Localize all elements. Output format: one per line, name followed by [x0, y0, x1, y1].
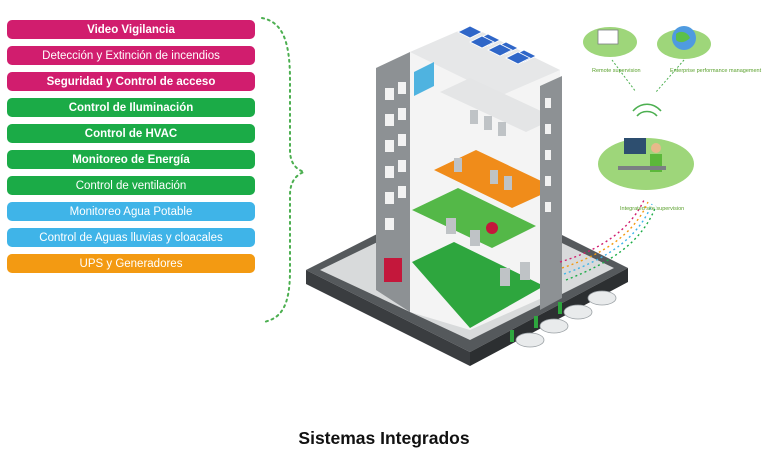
system-seguridad-acceso: Seguridad y Control de acceso	[7, 72, 255, 91]
system-monitoreo-agua: Monitoreo Agua Potable	[7, 202, 255, 221]
wifi-signal-icon	[632, 103, 662, 117]
remote-supervision-node: Remote supervision	[583, 27, 641, 74]
svg-text:Remote supervision: Remote supervision	[592, 68, 641, 74]
fire-panel	[384, 258, 402, 282]
operator-desk-icon	[624, 138, 646, 154]
parked-cars	[515, 290, 617, 348]
system-deteccion-incendios: Detección y Extinción de incendios	[7, 46, 255, 65]
diagram-caption: Sistemas Integrados	[298, 428, 470, 448]
green-floor-upper	[412, 188, 536, 248]
system-monitoreo-energia: Monitoreo de Energía	[7, 150, 255, 169]
building-illustration: Remote supervision Enterprise performanc…	[261, 17, 762, 366]
facade-windows	[385, 82, 406, 230]
system-video-vigilancia: Video Vigilancia	[7, 20, 255, 39]
svg-text:Enterprise performance managem: Enterprise performance management	[670, 68, 762, 74]
system-control-iluminacion: Control de Iluminación	[7, 98, 255, 117]
dotted-bracket	[261, 17, 308, 323]
system-control-ventilacion: Control de ventilación	[7, 176, 255, 195]
integrated-supervision-node: Integrated site supervision	[598, 138, 694, 212]
solar-panels	[457, 25, 537, 65]
systems-list: Video Vigilancia Detección y Extinción d…	[7, 20, 255, 280]
remote-workstation-icon	[597, 29, 619, 45]
building	[376, 25, 562, 330]
system-ups-generadores: UPS y Generadores	[7, 254, 255, 273]
green-floor-lower	[412, 242, 544, 328]
svg-text:Integrated site supervision: Integrated site supervision	[620, 206, 684, 212]
enterprise-node: Enterprise performance management	[657, 26, 762, 74]
network-links	[559, 199, 657, 281]
system-control-hvac: Control de HVAC	[7, 124, 255, 143]
system-aguas-lluvias: Control de Aguas lluvias y cloacales	[7, 228, 255, 247]
